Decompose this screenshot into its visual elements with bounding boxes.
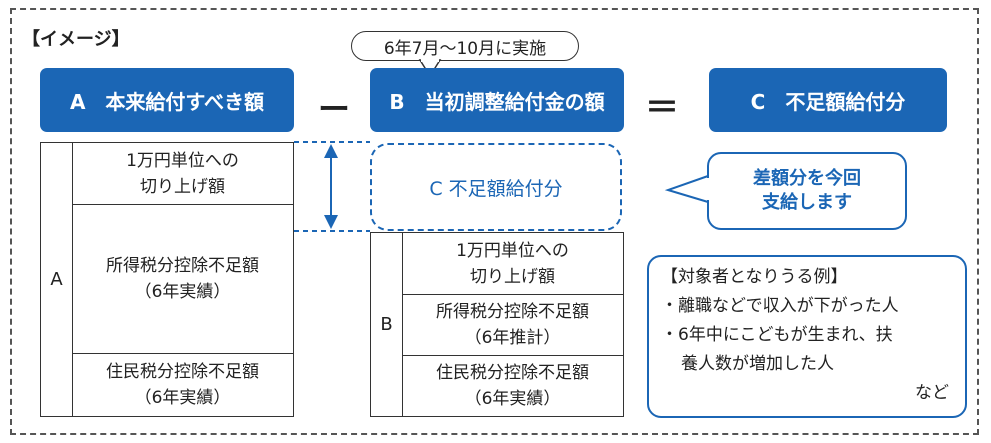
formula-a-pill: A 本来給付すべき額 (40, 68, 294, 132)
formula-b-label: B 当初調整給付金の額 (389, 89, 605, 114)
formula-a-label: A 本来給付すべき額 (69, 89, 265, 114)
minus-sign: ー (318, 90, 351, 128)
table-a-row-income-tax: 所得税分控除不足額 （6年実績） (72, 204, 293, 353)
examples-item-1: ・離職などで収入が下がった人 (661, 296, 899, 316)
table-b-row-roundup: 1万円単位への 切り上げ額 (456, 240, 569, 287)
table-a-row-resident-tax: 住民税分控除不足額 （6年実績） (72, 353, 293, 416)
table-b-row-income-tax: 所得税分控除不足額 （6年推計） (402, 294, 623, 355)
examples-box: 【対象者となりうる例】 ・離職などで収入が下がった人 ・6年中にこどもが生まれ、… (647, 255, 967, 418)
difference-note: 差額分を今回 支給します (707, 152, 907, 230)
formula-c-label: C 不足額給付分 (750, 89, 906, 114)
image-label: 【イメージ】 (22, 29, 130, 50)
shortfall-box: C 不足額給付分 (370, 143, 622, 231)
image-frame (10, 8, 979, 435)
schedule-callout: 6年7月〜10月に実施 (351, 31, 579, 61)
examples-item-2-cont: 養人数が増加した人 (681, 354, 834, 374)
table-b-row-resident-tax: 住民税分控除不足額 （6年実績） (402, 355, 623, 416)
examples-item-2: ・6年中にこどもが生まれ、扶 (661, 325, 893, 345)
table-a-row-roundup: 1万円単位への 切り上げ額 (126, 150, 239, 197)
table-b: B 1万円単位への 切り上げ額 所得税分控除不足額 （6年推計） 住民税分控除不… (370, 232, 624, 417)
table-a-side-label: A (41, 143, 73, 416)
examples-etc: など (915, 383, 949, 403)
formula-b-pill: B 当初調整給付金の額 (370, 68, 624, 132)
table-b-side-label: B (371, 233, 403, 416)
examples-title: 【対象者となりうる例】 (661, 267, 848, 287)
equals-sign: ＝ (645, 88, 679, 128)
formula-c-pill: C 不足額給付分 (709, 68, 947, 132)
table-a: A 1万円単位への 切り上げ額 所得税分控除不足額 （6年実績） 住民税分控除不… (40, 142, 294, 417)
